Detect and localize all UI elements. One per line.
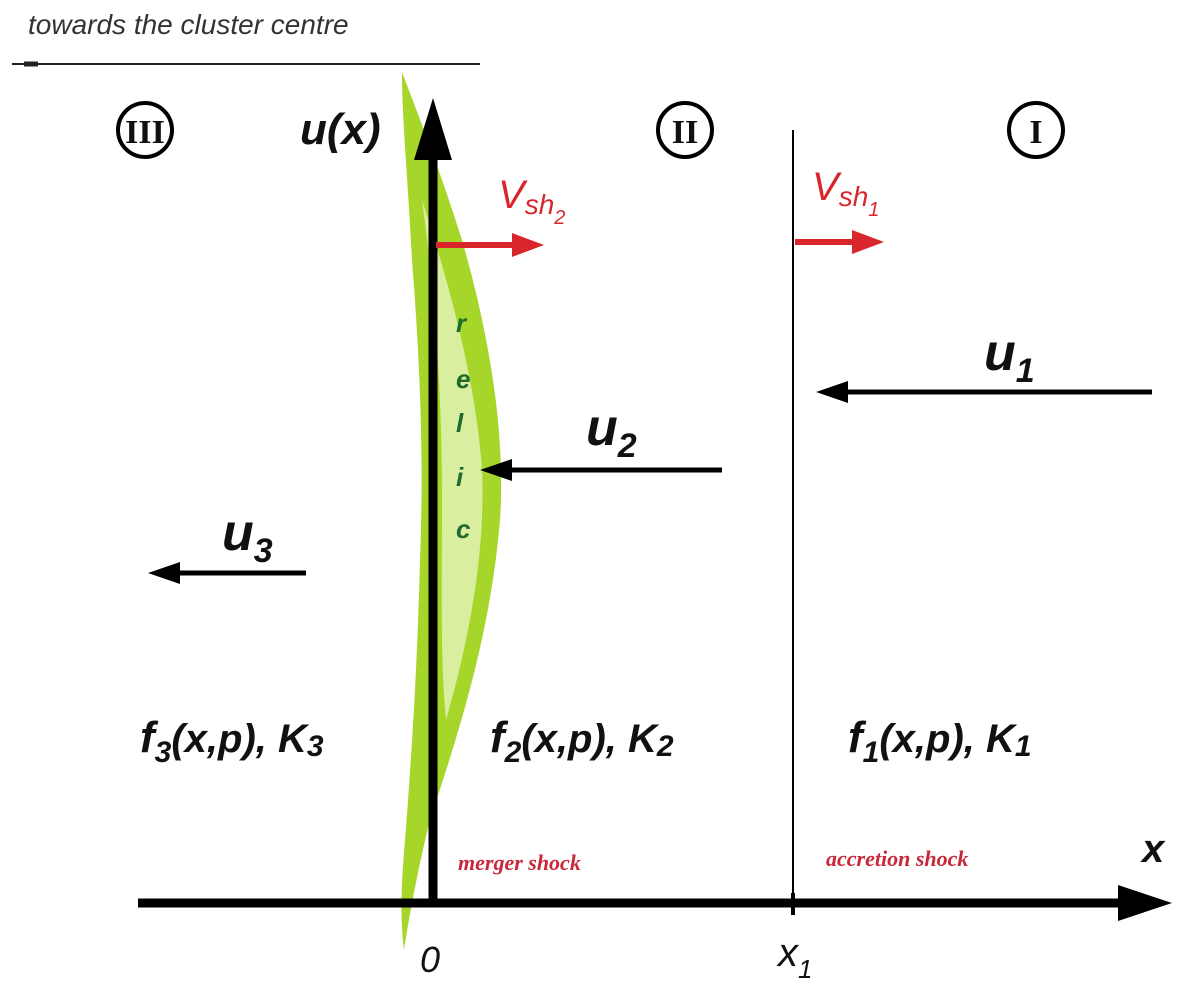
u2-sub: 2 — [617, 427, 637, 465]
u3-main: u — [222, 504, 254, 562]
u2-arrow-head — [480, 459, 512, 481]
relic-letter-l: l — [456, 408, 464, 438]
vsh1-arrow-head — [852, 230, 884, 254]
region-III-circle — [116, 101, 174, 159]
vsh2-subsub: 2 — [553, 207, 565, 229]
accretion-shock-label: accretion shock — [826, 846, 968, 871]
u1-arrow-head — [816, 381, 848, 403]
f3-label: f3(x,p), K3 — [140, 713, 324, 769]
f1-label: f1(x,p), K1 — [848, 713, 1032, 769]
f1-ksub: 1 — [1015, 730, 1032, 763]
f1-fsub: 1 — [863, 736, 880, 769]
vsh1-main: V — [812, 165, 842, 209]
region-I-numeral: I — [1029, 114, 1042, 151]
vsh1-sub: sh — [839, 181, 869, 212]
x-axis — [138, 885, 1172, 921]
accretion-shock-velocity-arrow — [795, 230, 884, 254]
u3-arrow — [148, 562, 306, 584]
vsh1-label: Vsh1 — [812, 165, 879, 221]
region-III-badge: III — [116, 101, 174, 159]
y-axis — [414, 98, 452, 905]
x-axis-arrowhead — [1118, 885, 1172, 921]
region-III-numeral: III — [125, 114, 165, 151]
region-II-badge: II — [656, 101, 714, 159]
f1-args: (x,p), K — [879, 717, 1018, 761]
vsh1-subsub: 1 — [868, 199, 879, 221]
u1-label: u1 — [984, 324, 1035, 390]
u1-main: u — [984, 324, 1016, 382]
f2-ksub: 2 — [656, 730, 674, 763]
x1-label: x1 — [776, 931, 812, 984]
f2-fsub: 2 — [504, 736, 522, 769]
direction-label: towards the cluster centre — [28, 9, 349, 40]
vsh2-arrow-head — [512, 233, 544, 257]
u1-sub: 1 — [1016, 352, 1035, 390]
relic-letter-i: i — [456, 462, 464, 492]
region-II-numeral: II — [672, 114, 698, 151]
f3-f: f — [140, 713, 159, 762]
merger-shock-label: merger shock — [458, 850, 581, 875]
f2-f: f — [490, 713, 509, 762]
relic-letter-r: r — [456, 308, 468, 338]
vsh2-main: V — [498, 173, 528, 217]
region-I-badge: I — [1007, 101, 1065, 159]
u3-sub: 3 — [254, 532, 273, 570]
region-I-circle — [1007, 101, 1065, 159]
x1-label-sub: 1 — [798, 954, 812, 984]
u3-arrow-head — [148, 562, 180, 584]
relic-letter-e: e — [456, 364, 470, 394]
f1-f: f — [848, 713, 867, 762]
y-axis-label: u(x) — [300, 105, 381, 154]
relic-letter-c: c — [456, 514, 471, 544]
vsh2-label: Vsh2 — [498, 173, 565, 229]
u2-arrow — [480, 459, 722, 481]
x-axis-label: x — [1140, 827, 1166, 871]
u2-label: u2 — [586, 399, 637, 465]
u2-main: u — [586, 399, 618, 457]
f3-fsub: 3 — [155, 736, 172, 769]
merger-shock-velocity-arrow — [436, 233, 544, 257]
region-II-circle — [656, 101, 714, 159]
f3-args: (x,p), K — [171, 717, 310, 761]
y-axis-arrowhead — [414, 98, 452, 160]
relic-shape — [401, 72, 502, 950]
f2-args: (x,p), K — [521, 717, 660, 761]
f2-label: f2(x,p), K2 — [490, 713, 674, 769]
origin-label: 0 — [420, 939, 440, 980]
f3-ksub: 3 — [307, 730, 324, 763]
u1-arrow — [816, 381, 1152, 403]
vsh2-sub: sh — [525, 189, 555, 220]
u3-label: u3 — [222, 504, 273, 570]
x1-label-main: x — [776, 931, 800, 975]
